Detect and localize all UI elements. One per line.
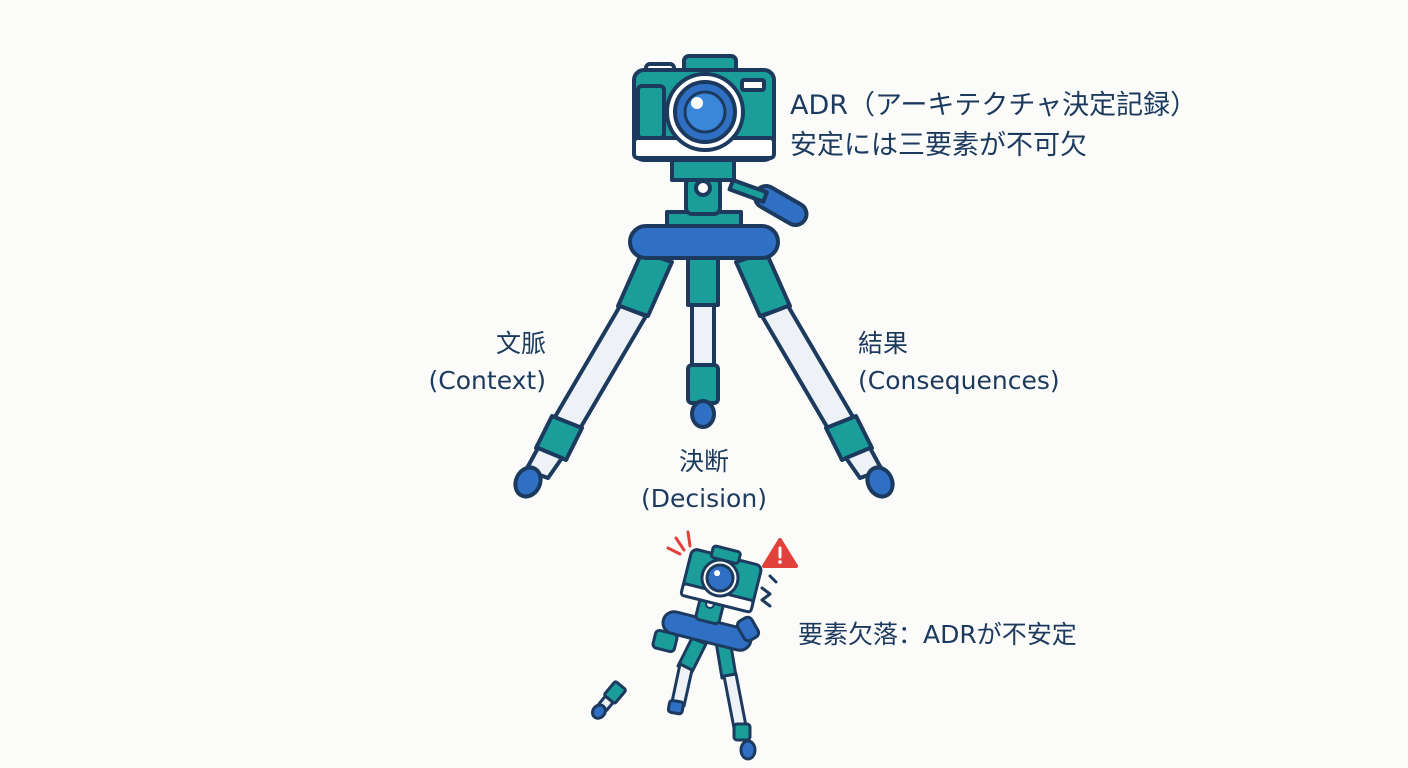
- detached-leg-icon: [591, 680, 627, 720]
- alert-burst-icon: [666, 530, 692, 556]
- leg-decision: [686, 248, 720, 429]
- tripod-icon: [513, 176, 895, 499]
- label-context-en: (Context): [428, 366, 546, 395]
- title-block: ADR（アーキテクチャ決定記録） 安定には三要素が不可欠: [790, 86, 1197, 166]
- leg-context: [513, 250, 674, 499]
- small-camera-icon: [679, 544, 763, 614]
- shake-lines-icon: [760, 574, 778, 608]
- title-line-1: ADR（アーキテクチャ決定記録）: [790, 90, 1198, 121]
- label-context: 文脈 (Context): [429, 325, 546, 399]
- warning-label: 要素欠落：ADRが不安定: [798, 620, 1077, 649]
- label-context-ja: 文脈: [495, 329, 546, 358]
- label-decision: 決断 (Decision): [600, 443, 808, 517]
- label-decision-en: (Decision): [641, 484, 767, 513]
- label-consequences-en: (Consequences): [858, 366, 1060, 395]
- camera-icon: [632, 54, 776, 182]
- label-consequences-ja: 結果: [858, 329, 909, 358]
- title-line-2: 安定には三要素が不可欠: [790, 130, 1087, 161]
- label-consequences: 結果 (Consequences): [858, 325, 1060, 399]
- broken-tripod-icon: [651, 592, 761, 761]
- warning-icon: [762, 538, 798, 568]
- label-decision-ja: 決断: [678, 447, 729, 476]
